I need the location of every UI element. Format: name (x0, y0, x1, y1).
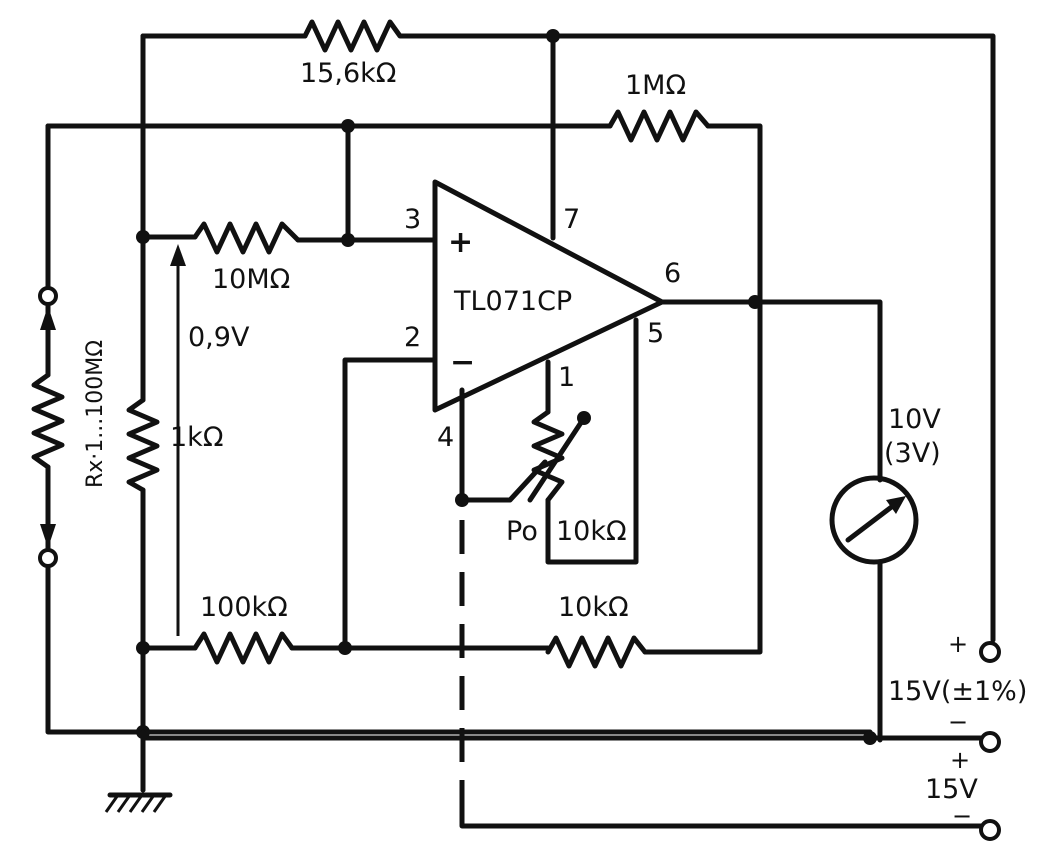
rx-terminal-bottom (38, 548, 58, 568)
resistor-rx (31, 372, 65, 470)
opamp-pin-1: 1 (558, 362, 575, 393)
rx-arrow-up-icon (40, 306, 56, 330)
resistor-15k6 (302, 19, 408, 53)
opamp-pin-6: 6 (664, 258, 681, 289)
opamp-pin-7: 7 (563, 204, 580, 235)
resistor-100k (192, 631, 295, 665)
voltmeter-needle-head (886, 496, 906, 514)
opamp-name: TL071CP (453, 286, 572, 317)
supply-common-terminal (979, 731, 1001, 753)
label-meter-range: 10V (888, 404, 941, 435)
resistor-1k (126, 397, 160, 493)
label-supply-aux: 15V (925, 774, 978, 805)
label-supply-aux-plus: + (950, 746, 970, 774)
label-r-input: 10MΩ (212, 264, 290, 295)
voltmeter-icon (829, 475, 919, 565)
label-trimmer-value: 10kΩ (556, 516, 627, 547)
label-supply-main: 15V(±1%) (888, 676, 1027, 707)
opamp-pin-4: 4 (437, 422, 454, 453)
label-supply-main-minus: − (948, 708, 968, 736)
label-r-divider: 1kΩ (170, 422, 223, 453)
junction-dots (136, 29, 877, 745)
supply-aux-minus-terminal (979, 819, 1001, 841)
label-r-feedback: 1MΩ (625, 70, 686, 101)
label-supply-main-plus: + (948, 630, 968, 658)
rx-arrow-down-icon (40, 524, 56, 548)
label-supply-aux-minus: − (952, 802, 972, 830)
opamp-plus-sign: + (448, 225, 473, 260)
label-r-bottom-right: 10kΩ (558, 592, 629, 623)
resistor-10M (192, 221, 301, 255)
label-r-top: 15,6kΩ (300, 58, 396, 89)
label-r-bottom-left: 100kΩ (200, 592, 288, 623)
label-voltage-ref: 0,9V (188, 322, 250, 353)
ground-icon (104, 729, 173, 813)
opamp-pin-5: 5 (647, 318, 664, 349)
resistor-1M (607, 109, 711, 143)
trimmer-resistor (531, 409, 565, 503)
label-r-x: Rx·1...100MΩ (83, 340, 108, 488)
resistor-10k (545, 635, 648, 669)
aux-supply-wire (459, 805, 988, 829)
supply-main-plus-terminal (979, 641, 1001, 663)
opamp-pin-3: 3 (404, 204, 421, 235)
voltage-arrow-icon (170, 244, 186, 266)
voltmeter-needle (845, 499, 901, 543)
rx-terminal-top (38, 286, 58, 306)
opamp-minus-sign: − (450, 345, 475, 380)
opamp-pin-2: 2 (404, 322, 421, 353)
label-trimmer-name: Po (506, 516, 538, 547)
opamp-triangle (432, 179, 665, 413)
wires (45, 33, 996, 793)
label-meter-range-alt: (3V) (884, 438, 941, 469)
